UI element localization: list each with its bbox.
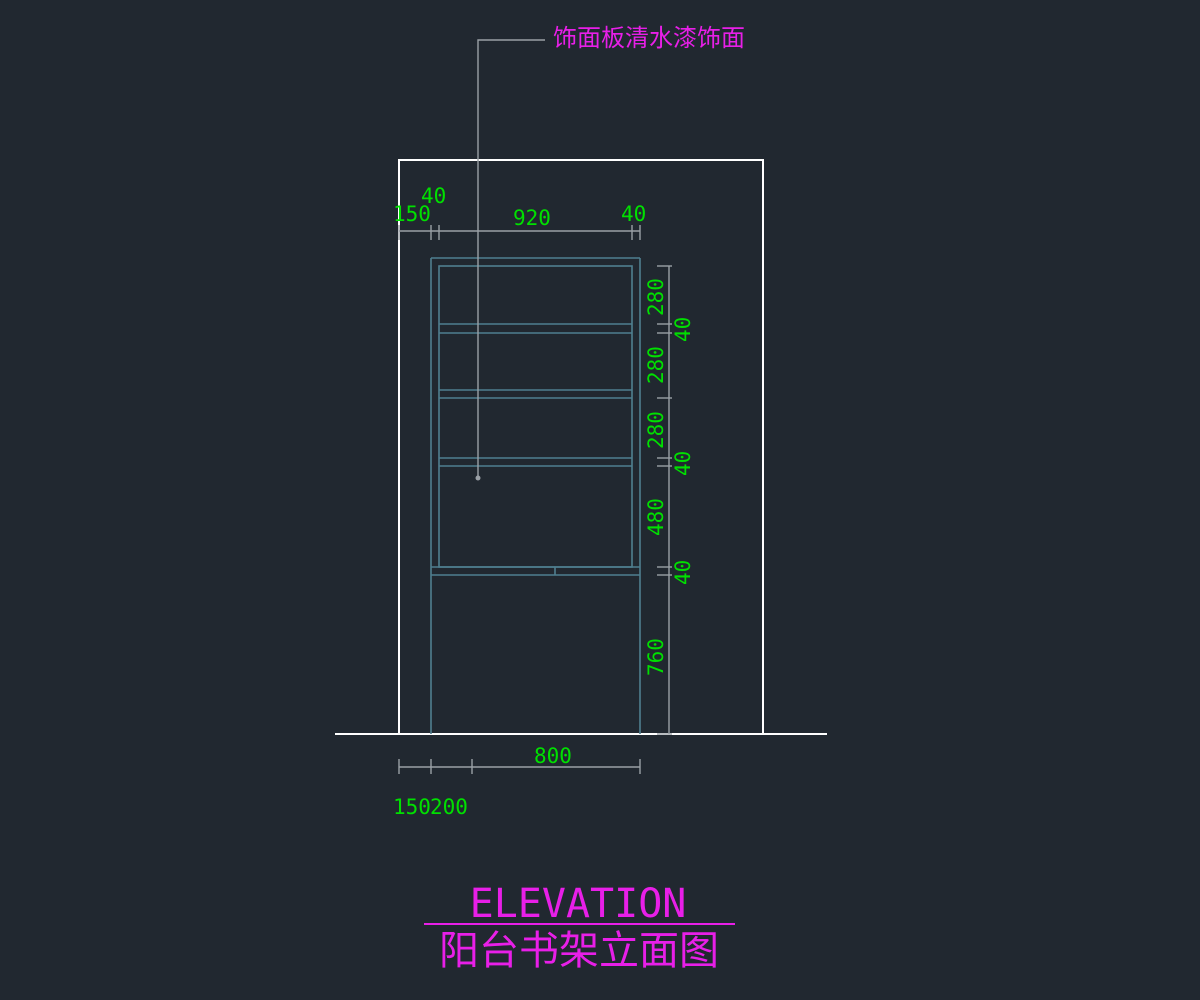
top-dimension-line: [398, 225, 641, 240]
right-dim-280-c: 280: [644, 411, 668, 449]
title-chinese: 阳台书架立面图: [439, 928, 719, 974]
wall-outline: [398, 159, 764, 734]
top-dim-40-left: 40: [421, 184, 446, 208]
right-dim-280-b: 280: [644, 346, 668, 384]
wall-opening: [335, 159, 827, 735]
right-dimension-line: [657, 265, 672, 735]
bottom-dim-200: 200: [430, 795, 468, 819]
top-dim-920: 920: [513, 206, 551, 230]
right-dim-40-c: 40: [671, 560, 695, 585]
right-dim-40-a: 40: [671, 317, 695, 342]
right-dim-280-a: 280: [644, 278, 668, 316]
top-dim-40-right: 40: [621, 202, 646, 226]
bottom-dim-800: 800: [534, 744, 572, 768]
right-dim-40-b: 40: [671, 451, 695, 476]
title-english: ELEVATION: [470, 881, 687, 927]
top-dim-150: 150: [393, 202, 431, 226]
right-dim-480: 480: [644, 498, 668, 536]
material-note: 饰面板清水漆饰面: [553, 24, 745, 52]
right-dim-760: 760: [644, 638, 668, 676]
bookshelf-cabinet: [430, 257, 641, 734]
bottom-dim-150: 150: [393, 795, 431, 819]
bottom-dimension-line: [398, 759, 641, 774]
cabinet-inner-frame: [438, 265, 633, 568]
annotation-leader: [475, 39, 545, 481]
